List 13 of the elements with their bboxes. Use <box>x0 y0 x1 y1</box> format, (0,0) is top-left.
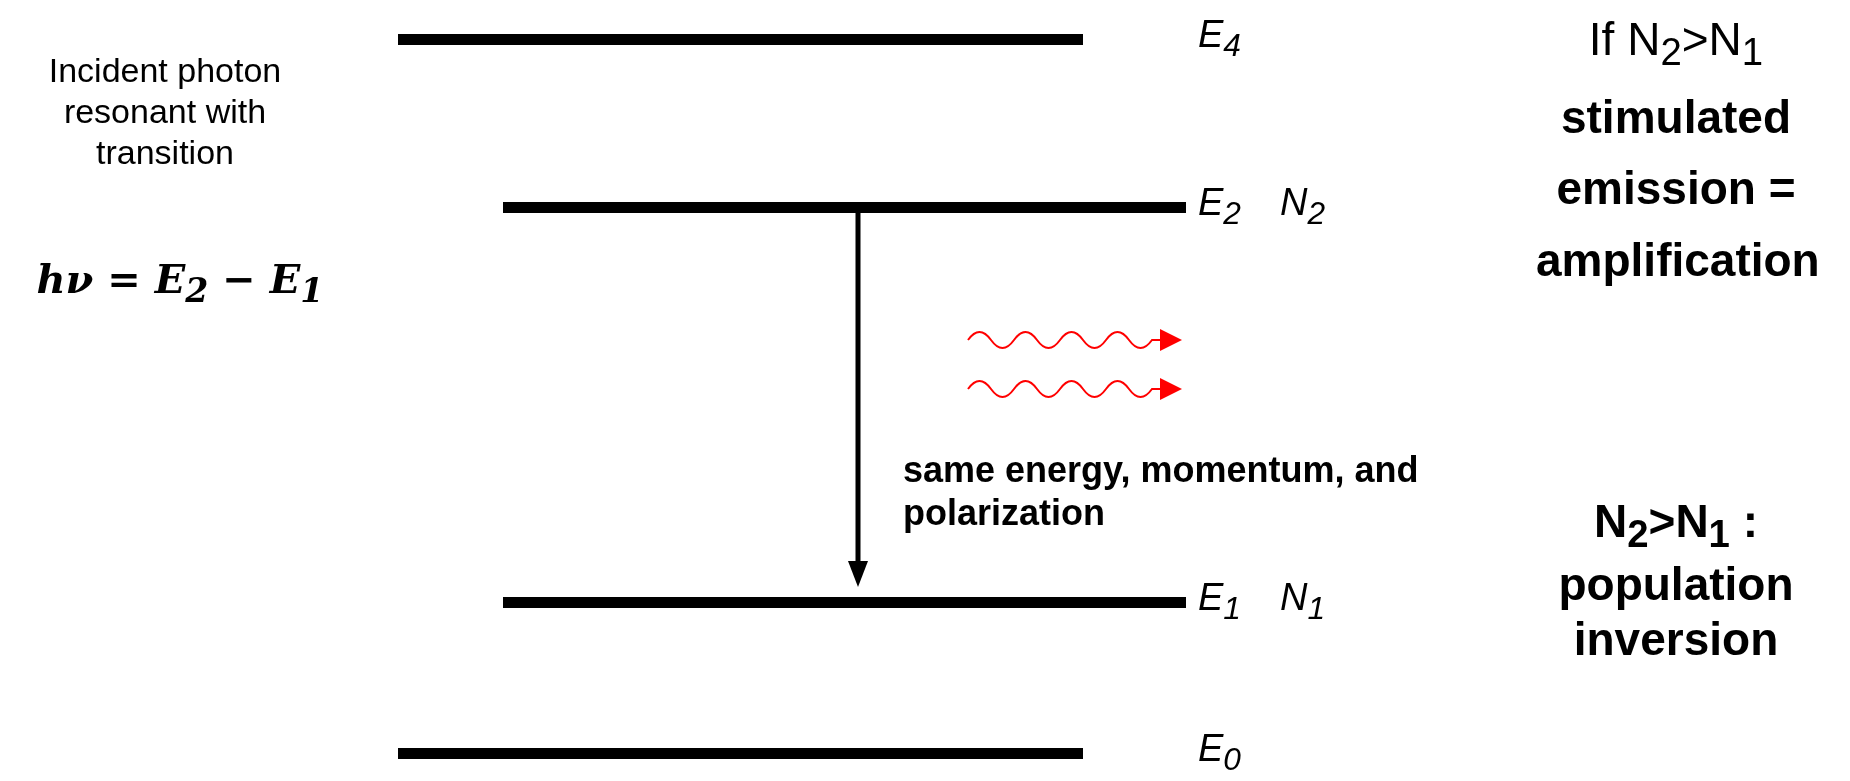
population-label: N$_{2}$ <box>1280 180 1326 232</box>
condition-text: If N$_{2}$>N$_{1}$ <box>1587 12 1765 76</box>
result-text: stimulated emission = amplification <box>1536 90 1816 288</box>
equation: hν = E$_{2}$ − E$_{1}$ <box>35 255 325 311</box>
arrow <box>848 213 868 587</box>
energy-level-label: E$_{2}$ <box>1198 180 1241 232</box>
energy-level-label: E$_{1}$ <box>1198 575 1241 627</box>
population-label: N$_{1}$ <box>1280 575 1326 627</box>
energy-level-label: E$_{0}$ <box>1198 726 1241 778</box>
inversion-text: N$_{2}$>N$_{1}$ : population inversion <box>1557 494 1795 668</box>
description-text: Incident photon resonant with transition <box>47 50 283 173</box>
photon-property-text: same energy, momentum, and polarization <box>903 448 1420 535</box>
energy-level-label: E$_{4}$ <box>1198 12 1241 64</box>
